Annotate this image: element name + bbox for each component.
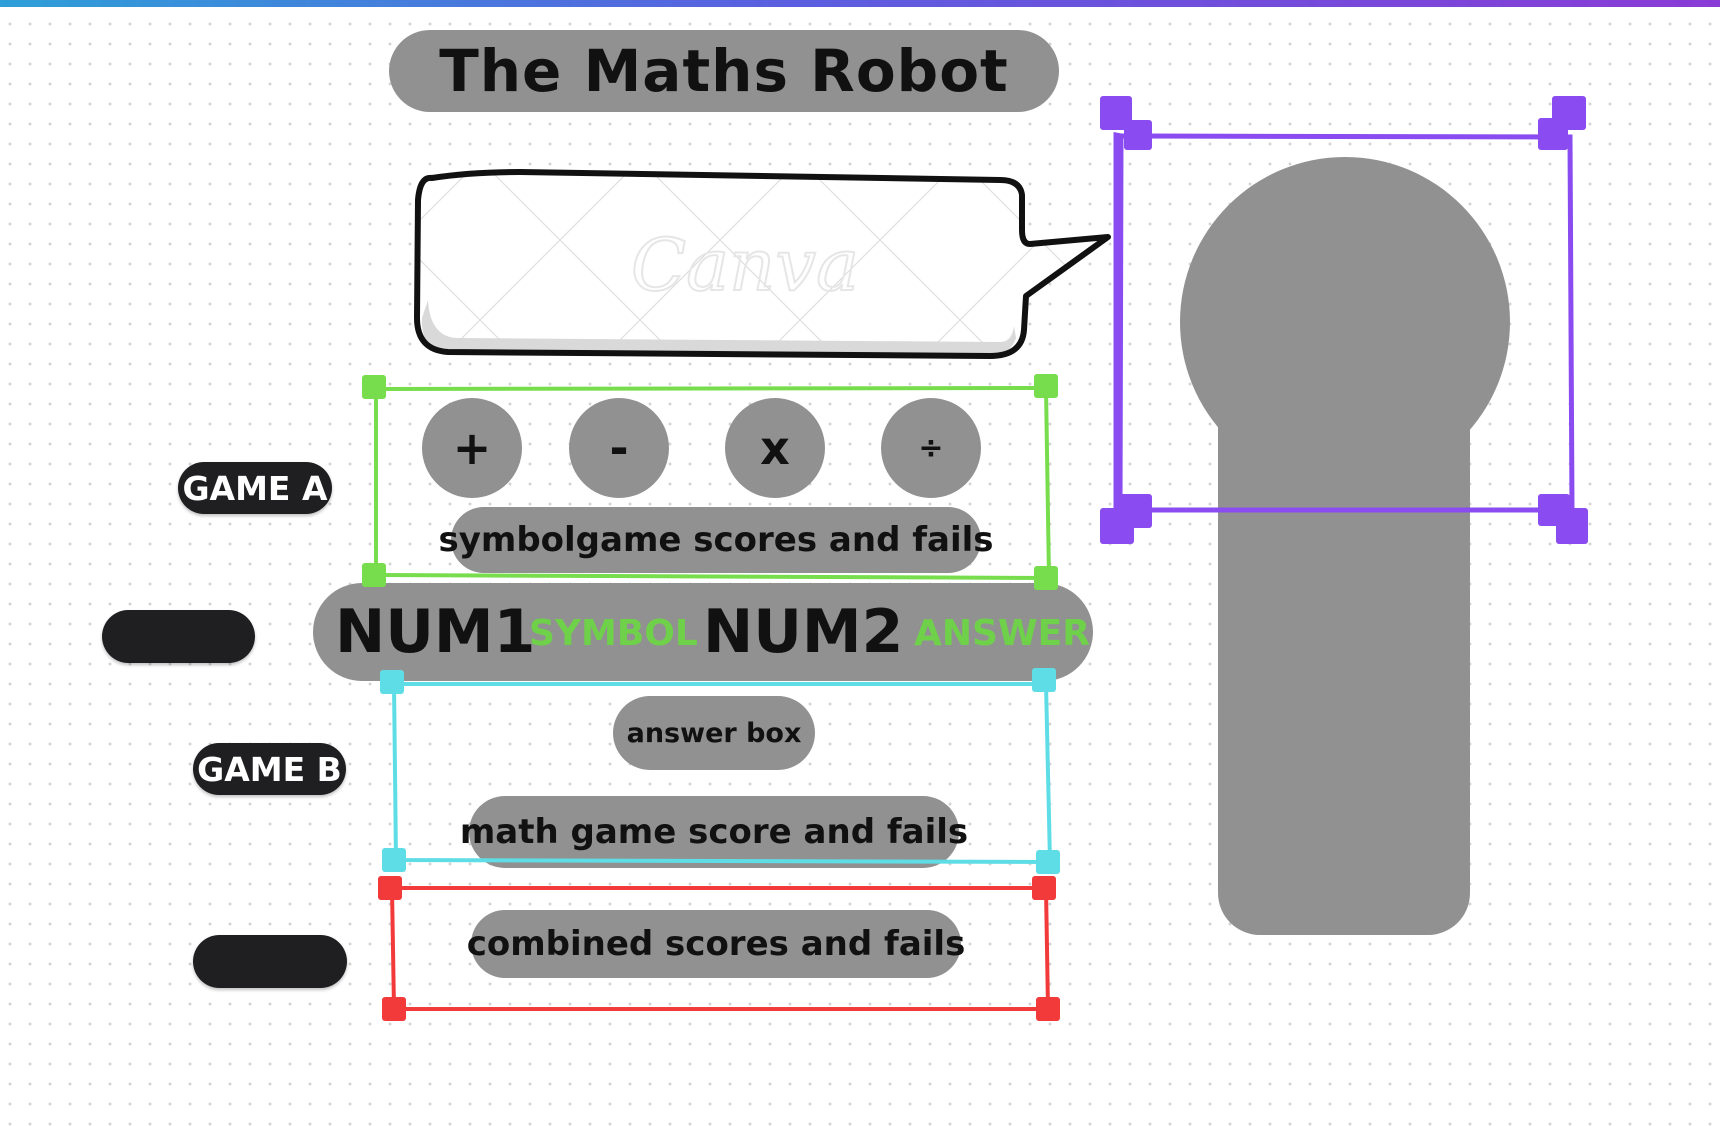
divide-button[interactable]: ÷ xyxy=(881,398,981,498)
num1-value: NUM1 xyxy=(335,597,536,667)
selection-frame-cyan[interactable] xyxy=(380,668,1060,874)
answer-box[interactable]: answer box xyxy=(613,696,815,770)
selection-frame-green[interactable] xyxy=(362,374,1058,590)
selection-frame-red[interactable] xyxy=(378,876,1060,1021)
multiply-button[interactable]: x xyxy=(725,398,825,498)
equation-bar: NUM1 SYMBOL NUM2 ANSWER xyxy=(313,583,1093,681)
game-a-label[interactable]: GAME A xyxy=(178,462,332,514)
selection-frame-purple[interactable] xyxy=(1100,96,1588,544)
symbol-value: SYMBOL xyxy=(529,613,698,654)
canva-watermark-icon: Canva xyxy=(631,223,859,307)
game-a-start-button[interactable] xyxy=(102,610,255,663)
answer-value: ANSWER xyxy=(914,613,1090,654)
game-b-label[interactable]: GAME B xyxy=(193,743,346,795)
page-title: The Maths Robot xyxy=(389,30,1059,112)
top-accent-bar xyxy=(0,0,1720,7)
robot-body xyxy=(1218,420,1470,935)
num2-value: NUM2 xyxy=(703,597,904,667)
combined-status: combined scores and fails xyxy=(467,910,965,978)
plus-button[interactable]: + xyxy=(422,398,522,498)
minus-button[interactable]: - xyxy=(569,398,669,498)
math-game-status: math game score and fails xyxy=(460,796,968,868)
symbol-game-status: symbolgame scores and fails xyxy=(438,507,994,573)
combined-button[interactable] xyxy=(193,935,347,988)
